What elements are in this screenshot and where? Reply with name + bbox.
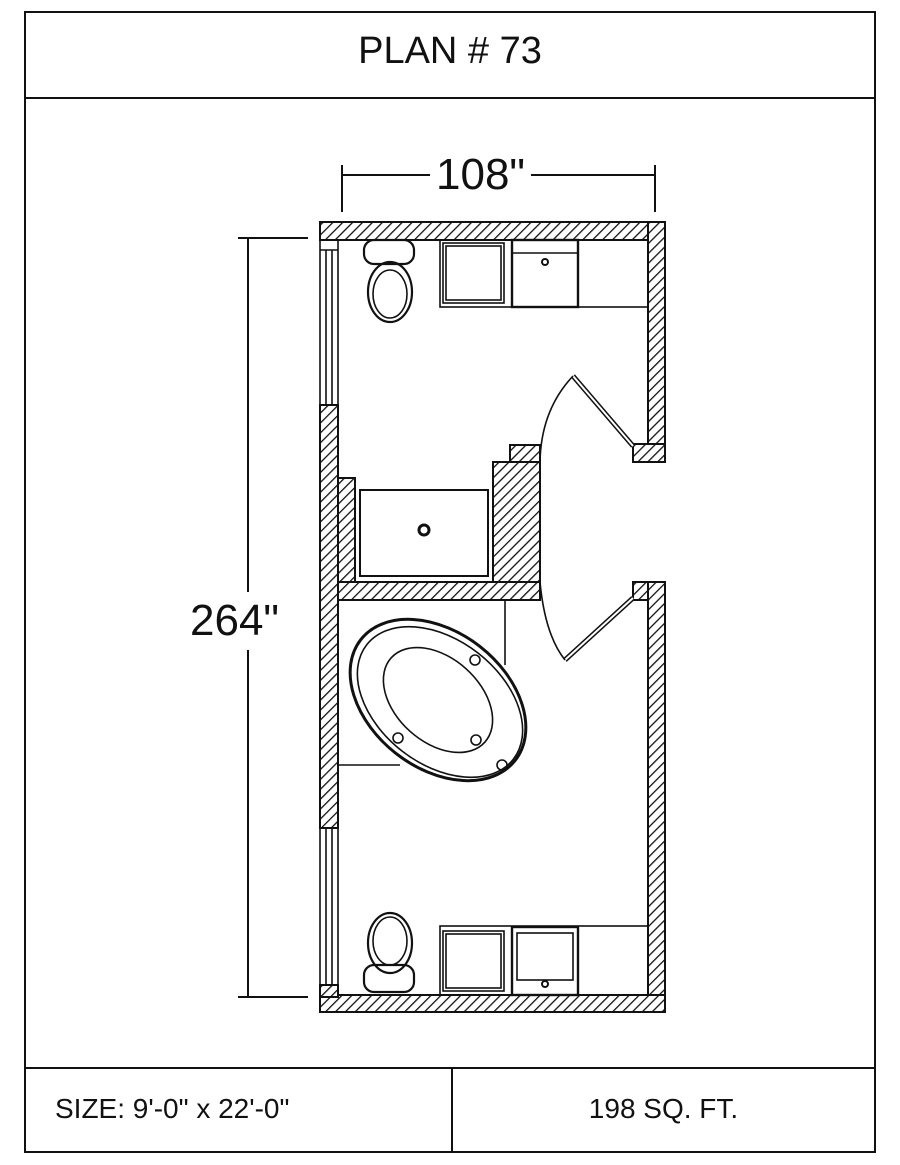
length-dimension-label: 264" <box>190 592 280 650</box>
right-wall-upper <box>647 221 666 463</box>
window-upper <box>319 239 339 406</box>
upper-door <box>539 374 635 463</box>
left-wall-bottom <box>319 984 339 998</box>
left-wall-middle <box>319 404 339 829</box>
upper-door-jamb <box>632 443 666 463</box>
plan-title: PLAN # 73 <box>358 30 542 72</box>
bottom-wall <box>319 994 666 1013</box>
lower-door <box>539 581 635 662</box>
sink-drain-icon <box>541 258 549 266</box>
walls <box>319 221 666 1013</box>
window-lower <box>319 827 339 986</box>
sheet-border <box>24 11 876 1153</box>
shower-right-wall <box>492 461 541 583</box>
area-label: 198 SQ. FT. <box>588 1093 739 1124</box>
shower-step-wall <box>509 444 541 463</box>
width-dimension-label: 108" <box>430 150 532 200</box>
shower-left-wall <box>337 477 356 583</box>
lower-vanity <box>439 925 649 997</box>
shower <box>359 489 489 577</box>
shower-drain-icon <box>417 523 431 537</box>
upper-toilet-icon <box>362 238 416 324</box>
shower-bottom-wall <box>337 581 541 601</box>
size-label: SIZE: 9'-0" x 22'-0" <box>55 1093 290 1124</box>
bathtub-icon <box>338 600 528 783</box>
upper-vanity <box>439 238 649 309</box>
sink-drain-icon <box>541 980 549 988</box>
top-wall <box>319 221 666 241</box>
right-wall-lower <box>647 581 666 1013</box>
lower-toilet-icon <box>362 911 416 994</box>
